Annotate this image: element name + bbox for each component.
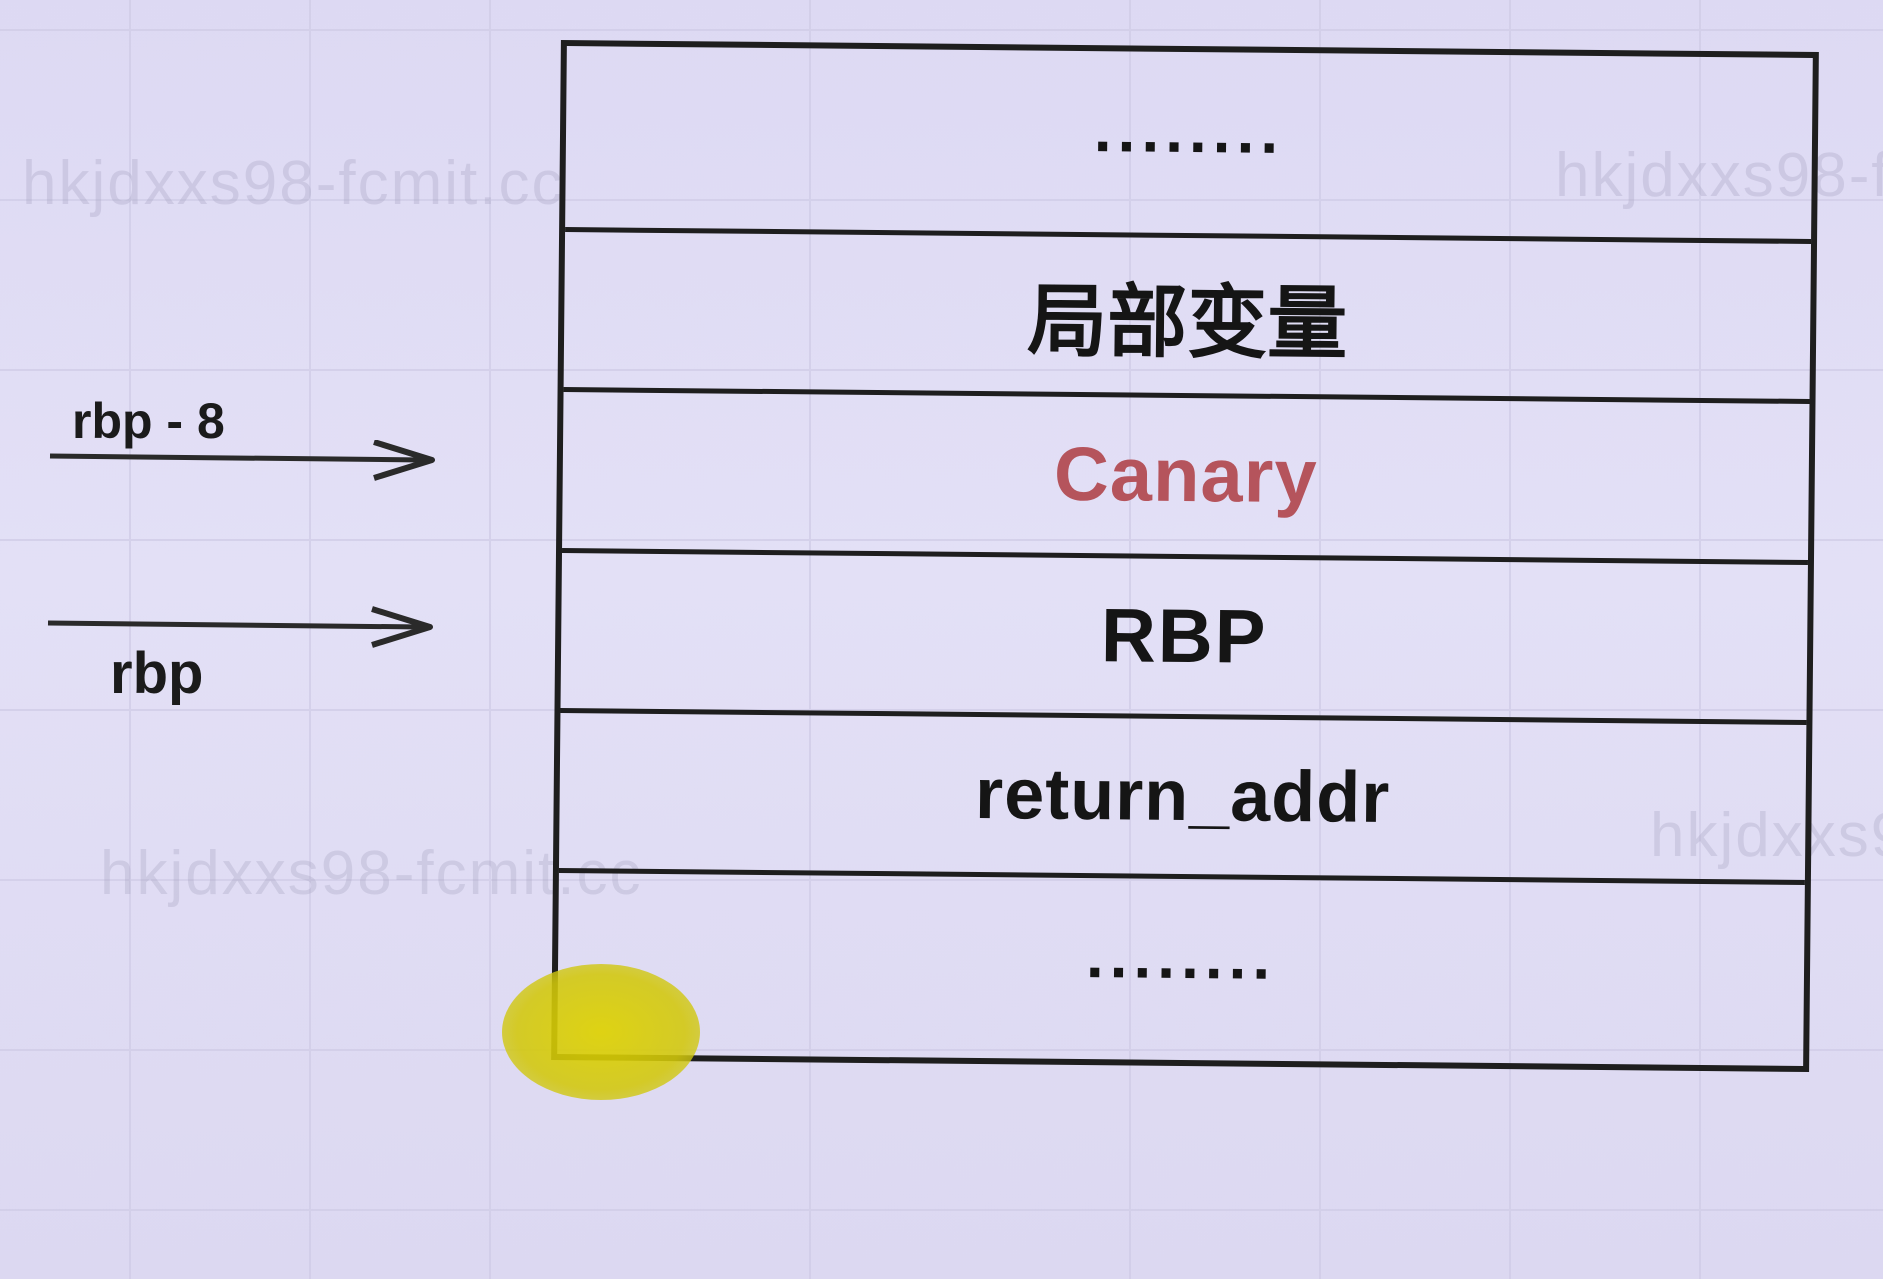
stack-cell-return-address: return_addr (558, 712, 1807, 885)
stack-frame: ........ 局部变量 Canary RBP return_addr ...… (551, 39, 1819, 1073)
stack-cell-canary: Canary (562, 392, 1810, 565)
stack-cell-bottom-ellipsis: ........ (1085, 919, 1277, 994)
stack-cell-top-ellipsis: ........ (565, 46, 1813, 245)
stack-cell-saved-rbp: RBP (560, 552, 1808, 725)
rbp-minus-8-label: rbp - 8 (72, 393, 225, 449)
laser-pointer-dot (502, 964, 700, 1100)
stack-cell-local-variables: 局部变量 (563, 232, 1812, 405)
rbp-label: rbp (110, 641, 204, 706)
watermark-text: hkjdxxs98-fcmit.cc (22, 149, 565, 218)
rbp-arrow-icon (47, 606, 433, 648)
